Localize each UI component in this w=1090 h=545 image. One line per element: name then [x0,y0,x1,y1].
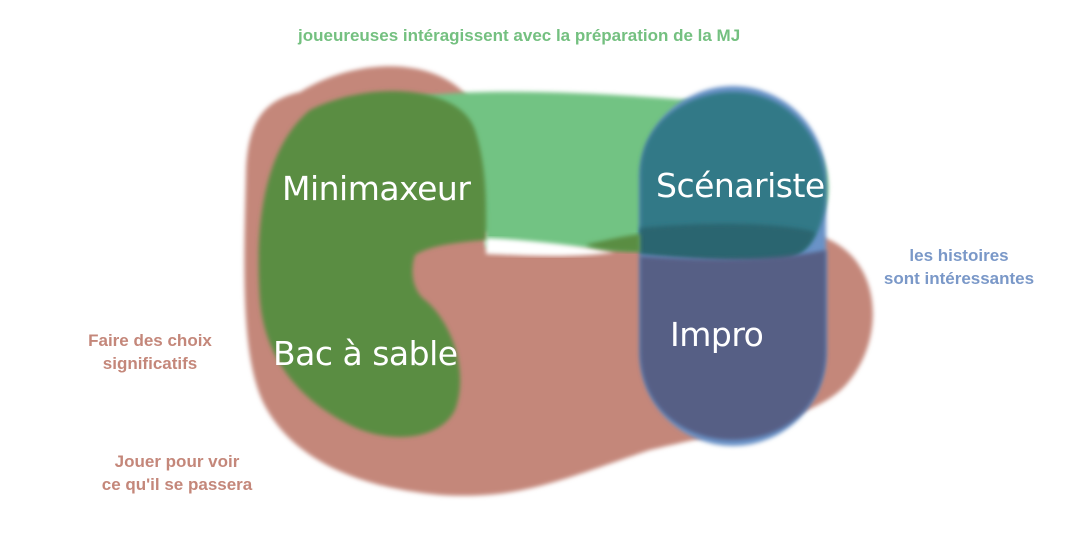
scenariste-region [640,92,826,260]
brown-set-label-choices: Faire des choix significatifs [70,329,230,375]
green-set-label: joueureuses intéragissent avec la prépar… [298,26,741,45]
brown-set-label-play-to-see: Jouer pour voir ce qu'il se passera [82,450,272,496]
blue-set-label: les histoires sont intéressantes [870,244,1048,290]
brown-set-label-choices-line1: Faire des choix [88,331,212,350]
region-label-bac-a-sable: Bac à sable [273,334,458,373]
blue-set-label-line1: les histoires [909,246,1009,265]
region-label-scenariste: Scénariste [656,166,825,205]
triple-overlap-region [640,223,815,261]
brown-set-label-play-to-see-line1: Jouer pour voir [114,452,240,471]
brown-set-label-choices-line2: significatifs [102,354,198,373]
impro-region [640,250,826,440]
brown-set-label-play-to-see-line2: ce qu'il se passera [101,475,253,494]
region-label-minimaxeur: Minimaxeur [282,169,471,208]
gap-white [486,238,615,256]
minimaxeur-bac-a-sable-region [258,91,487,438]
blue-set-label-line2: sont intéressantes [883,269,1035,288]
region-label-impro: Impro [670,315,764,354]
green-brown-sliver [585,234,640,252]
